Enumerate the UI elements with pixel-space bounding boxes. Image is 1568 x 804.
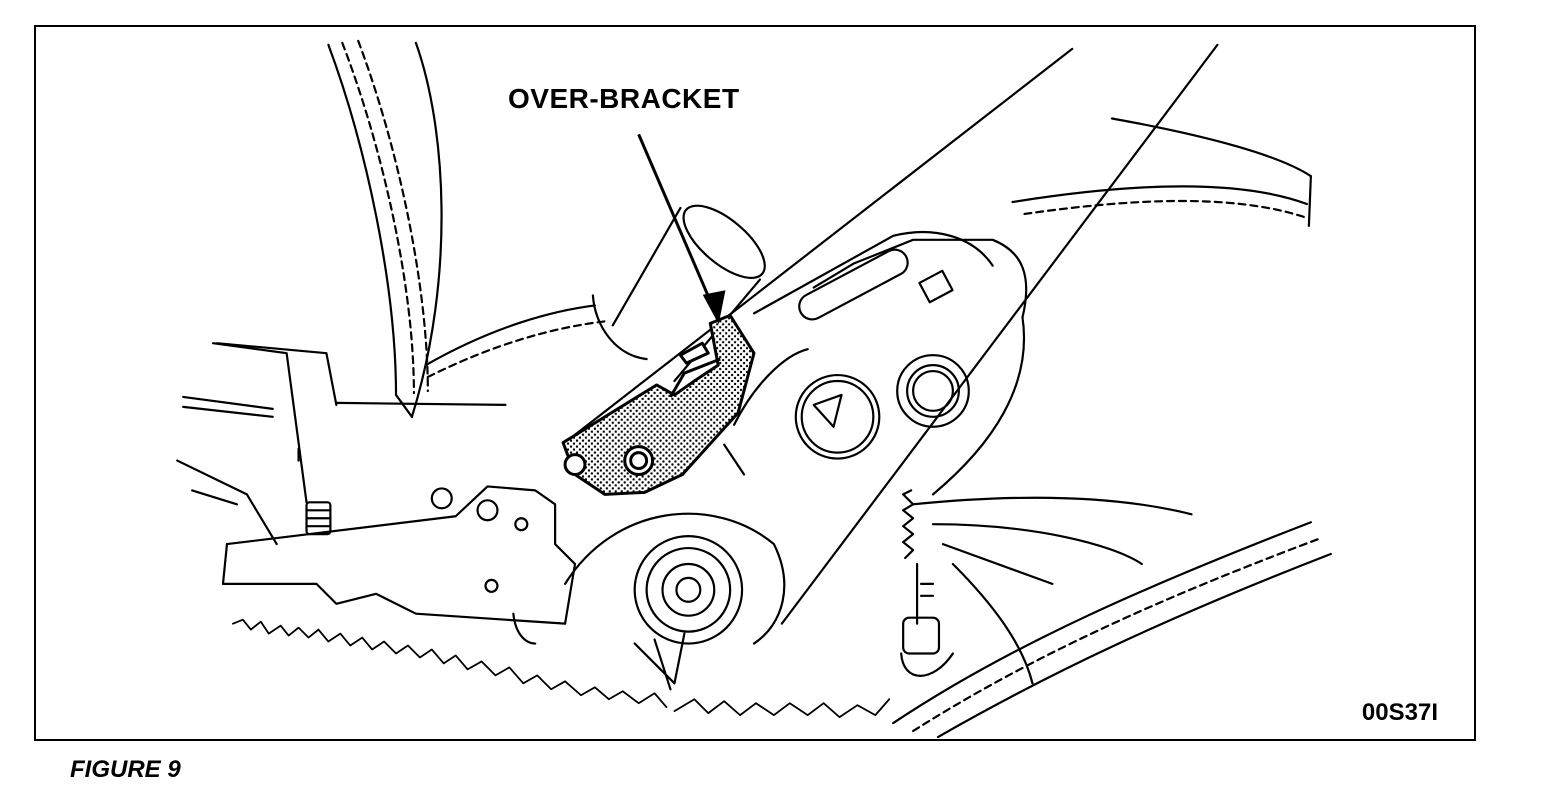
lever-arm	[573, 43, 1219, 625]
lever-holes	[794, 354, 970, 460]
floor-sill	[892, 117, 1332, 739]
figure-caption: FIGURE 9	[70, 756, 181, 783]
figure-code: 00S37I	[1361, 699, 1438, 726]
seat-trim-panel	[327, 39, 443, 418]
mechanism-illustration	[176, 39, 1332, 739]
studs	[305, 487, 954, 677]
diagram-frame: OVER-BRACKET 00S37I	[34, 25, 1476, 741]
bracket-plate	[723, 231, 994, 476]
lower-bracket	[221, 485, 577, 645]
callout-leader-arrow	[637, 133, 726, 325]
ratchet-teeth	[902, 489, 915, 560]
pivot-hub	[563, 512, 786, 691]
over-bracket-label: OVER-BRACKET	[508, 83, 740, 114]
over-bracket-highlight	[561, 313, 756, 496]
floor-console	[176, 304, 606, 546]
carpet-edge	[232, 618, 891, 719]
